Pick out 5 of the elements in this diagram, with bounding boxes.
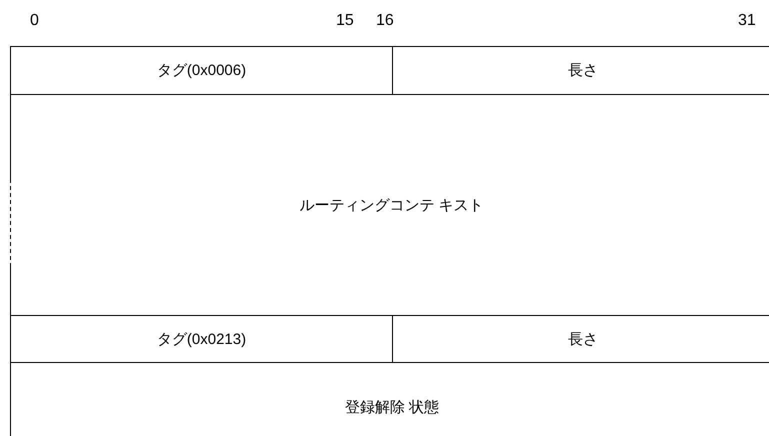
bit-number: 31 (738, 12, 756, 30)
bit-number: 15 (336, 12, 354, 30)
bit-number: 0 (30, 12, 39, 30)
field-cell: タグ(0x0006) (10, 46, 393, 95)
bit-number: 16 (376, 12, 394, 30)
